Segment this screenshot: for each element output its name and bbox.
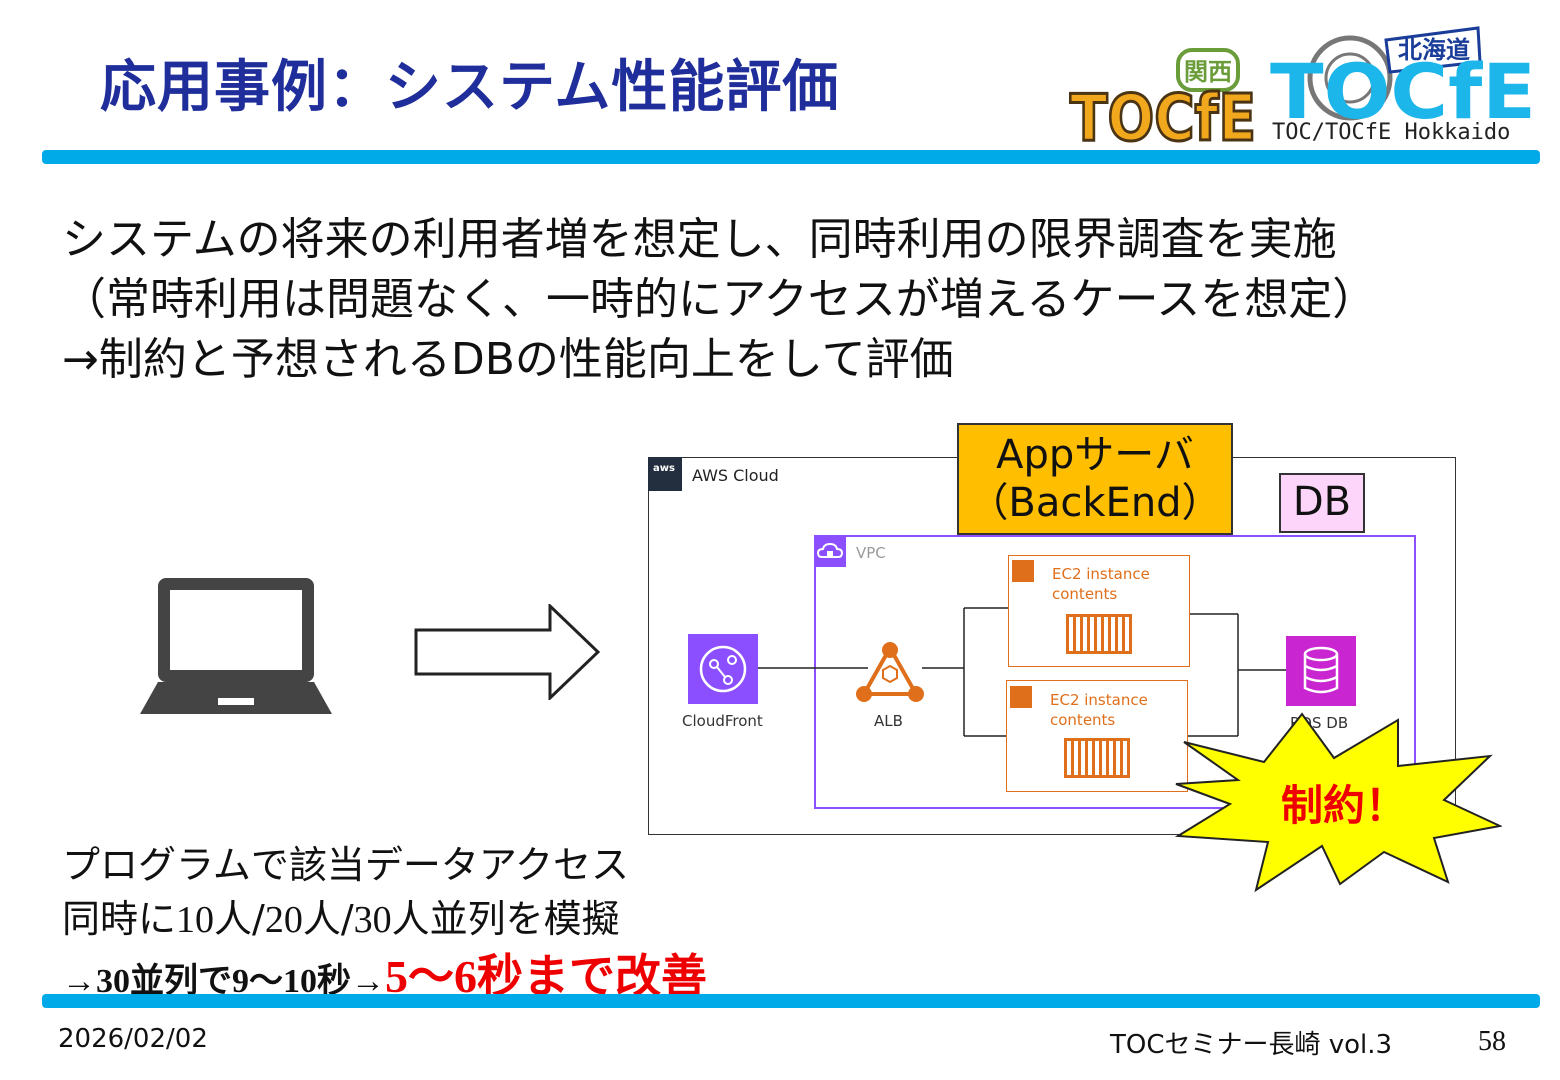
cloudfront-icon bbox=[688, 634, 758, 704]
kansai-logo-text: TOCfE bbox=[1070, 82, 1256, 148]
toc-hokkaido-logo: 北海道 TOCfE bbox=[1270, 26, 1536, 136]
connector-lines bbox=[758, 607, 1286, 737]
ec2-chip-icon bbox=[1012, 560, 1034, 582]
alb-label: ALB bbox=[874, 712, 903, 730]
ec2-chip-icon bbox=[1010, 686, 1032, 708]
vpc-box bbox=[814, 535, 1416, 809]
constraint-label: 制約！ bbox=[1281, 781, 1407, 830]
simulation-description: プログラムで該当データアクセス 同時に10人/20人/30人並列を模擬 bbox=[62, 838, 629, 947]
constraint-burst: 制約！ bbox=[1174, 712, 1502, 893]
page-number: 58 bbox=[1478, 1026, 1506, 1057]
container-icon bbox=[1066, 614, 1132, 654]
rds-database-icon bbox=[1286, 636, 1356, 706]
result-conclusion: →30並列で9〜10秒→5〜6秒まで改善 bbox=[62, 940, 707, 1006]
ec2-label-2: EC2 instance contents bbox=[1050, 691, 1148, 729]
main-text-line-3: →制約と予想されるDBの性能向上をして評価 bbox=[62, 334, 954, 385]
main-text: システムの将来の利用者増を想定し、同時利用の限界調査を実施 （常時利用は問題なく… bbox=[62, 210, 1376, 390]
footer-event: TOCセミナー長崎 vol.3 bbox=[1110, 1030, 1393, 1060]
slide-title: 応用事例：システム性能評価 bbox=[100, 55, 840, 120]
alb-icon bbox=[856, 642, 924, 702]
hokkaido-logo-text: TOCfE bbox=[1270, 47, 1536, 136]
aws-logo-icon: aws bbox=[648, 457, 682, 491]
app-server-line-1: Appサーバ bbox=[996, 432, 1194, 478]
container-icon bbox=[1064, 738, 1130, 778]
lower-line-2: 同時に10人/20人/30人並列を模擬 bbox=[62, 897, 620, 941]
vpc-label: VPC bbox=[856, 544, 886, 562]
conclusion-prefix: →30並列で9〜10秒→ bbox=[62, 963, 385, 1000]
app-server-callout: Appサーバ （BackEnd） bbox=[957, 423, 1233, 535]
main-text-line-2: （常時利用は問題なく、一時的にアクセスが増えるケースを想定） bbox=[62, 274, 1377, 325]
kansai-badge: 関西 bbox=[1184, 58, 1232, 86]
toc-kansai-logo: 関西 TOCfE bbox=[1069, 48, 1258, 148]
app-server-line-2: （BackEnd） bbox=[968, 480, 1222, 526]
right-arrow-icon bbox=[414, 604, 600, 700]
laptop-icon bbox=[140, 578, 332, 714]
cloudfront-label: CloudFront bbox=[682, 712, 763, 730]
footer-bar bbox=[42, 994, 1540, 1008]
db-callout: DB bbox=[1279, 473, 1365, 533]
aws-cloud-label: AWS Cloud bbox=[692, 466, 779, 485]
main-text-line-1: システムの将来の利用者増を想定し、同時利用の限界調査を実施 bbox=[62, 214, 1337, 265]
lower-line-1: プログラムで該当データアクセス bbox=[62, 843, 629, 887]
title-underline-bar bbox=[42, 150, 1540, 164]
hokkaido-badge: 北海道 bbox=[1398, 36, 1470, 64]
conclusion-highlight: 5〜6秒まで改善 bbox=[385, 951, 707, 1002]
footer-date: 2026/02/02 bbox=[58, 1024, 208, 1054]
ec2-label-1: EC2 instance contents bbox=[1052, 565, 1150, 603]
vpc-cloud-icon bbox=[814, 535, 846, 567]
hokkaido-caption: TOC/TOCfE Hokkaido bbox=[1272, 120, 1511, 145]
